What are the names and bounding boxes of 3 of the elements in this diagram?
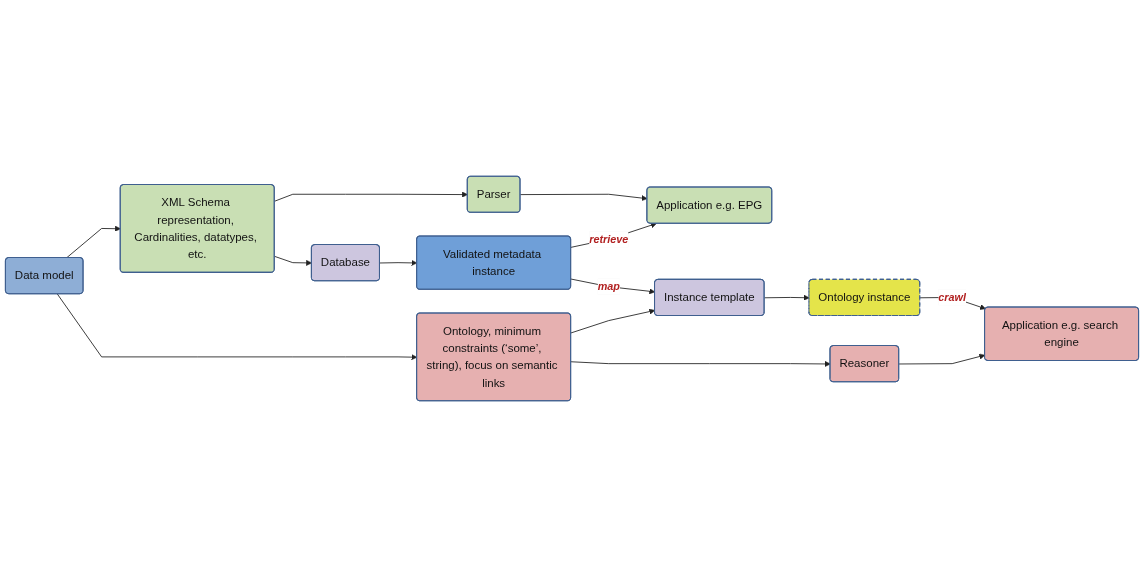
edge-label: map: [597, 280, 620, 293]
edge-label: crawl: [938, 291, 966, 303]
edge-label: retrieve: [589, 233, 629, 245]
